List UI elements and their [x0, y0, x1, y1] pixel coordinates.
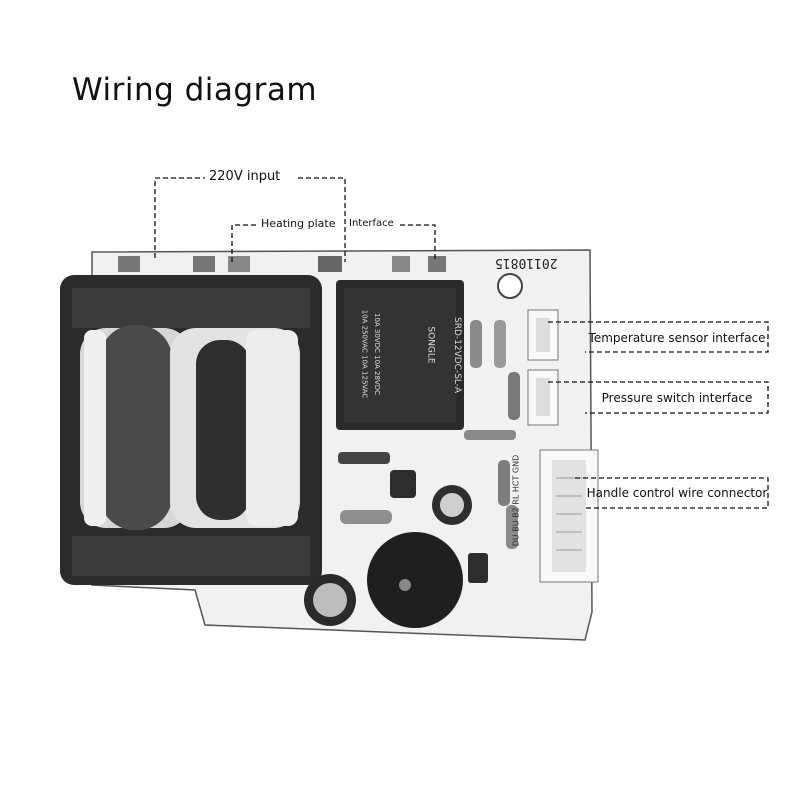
- resistor-r5: [340, 510, 392, 524]
- label-temperature-sensor-interface: Temperature sensor interface: [588, 331, 766, 345]
- capacitor-c2-top: [313, 583, 347, 617]
- connector-handle: [539, 449, 599, 583]
- board-date-code: 20110815: [495, 255, 558, 270]
- terminal-1: [118, 256, 140, 272]
- label-pressure-switch-interface: Pressure switch interface: [601, 391, 753, 405]
- terminal-2: [193, 256, 215, 272]
- resistor-r2: [494, 320, 506, 368]
- resistor-r3: [508, 372, 520, 420]
- resistor-r1: [470, 320, 482, 368]
- mount-hole: [497, 273, 523, 299]
- connector-pressure: [527, 369, 559, 426]
- transformer: [60, 275, 322, 585]
- label-handle-control-wire-connector: Handle control wire connector: [586, 486, 768, 500]
- terminal-5: [392, 256, 410, 272]
- relay-rating-2: 10A 30VDC 10A 28VDC: [373, 312, 382, 396]
- terminal-6: [428, 256, 446, 272]
- connector-pin-labels: DU BU B2 RL HCT GND: [511, 454, 521, 547]
- resistor-r6: [498, 460, 510, 506]
- terminal-4: [318, 256, 342, 272]
- transistor-q2: [468, 553, 488, 583]
- relay: SRD-12VDC-SL-A: [336, 280, 464, 430]
- page-title: Wiring diagram: [72, 72, 318, 108]
- relay-rating-1: 10A 250VAC 10A 125VAC: [360, 309, 369, 399]
- transistor-q1: [390, 470, 416, 498]
- resistor-r7: [506, 505, 518, 549]
- buzzer: [367, 532, 463, 628]
- label-220v-input: 220V input: [206, 169, 284, 184]
- capacitor-c1-top: [440, 493, 464, 517]
- resistor-r4: [464, 430, 516, 440]
- label-heating-plate: Heating plate: [258, 217, 339, 230]
- terminal-3: [228, 256, 250, 272]
- connector-temperature: [527, 309, 559, 361]
- buzzer-hole: [399, 579, 411, 591]
- svg-text:SRD-12VDC-SL-A: SRD-12VDC-SL-A: [452, 317, 462, 394]
- relay-brand: SONGLE: [425, 326, 436, 364]
- diode: [338, 452, 390, 464]
- label-interface: Interface: [346, 218, 397, 229]
